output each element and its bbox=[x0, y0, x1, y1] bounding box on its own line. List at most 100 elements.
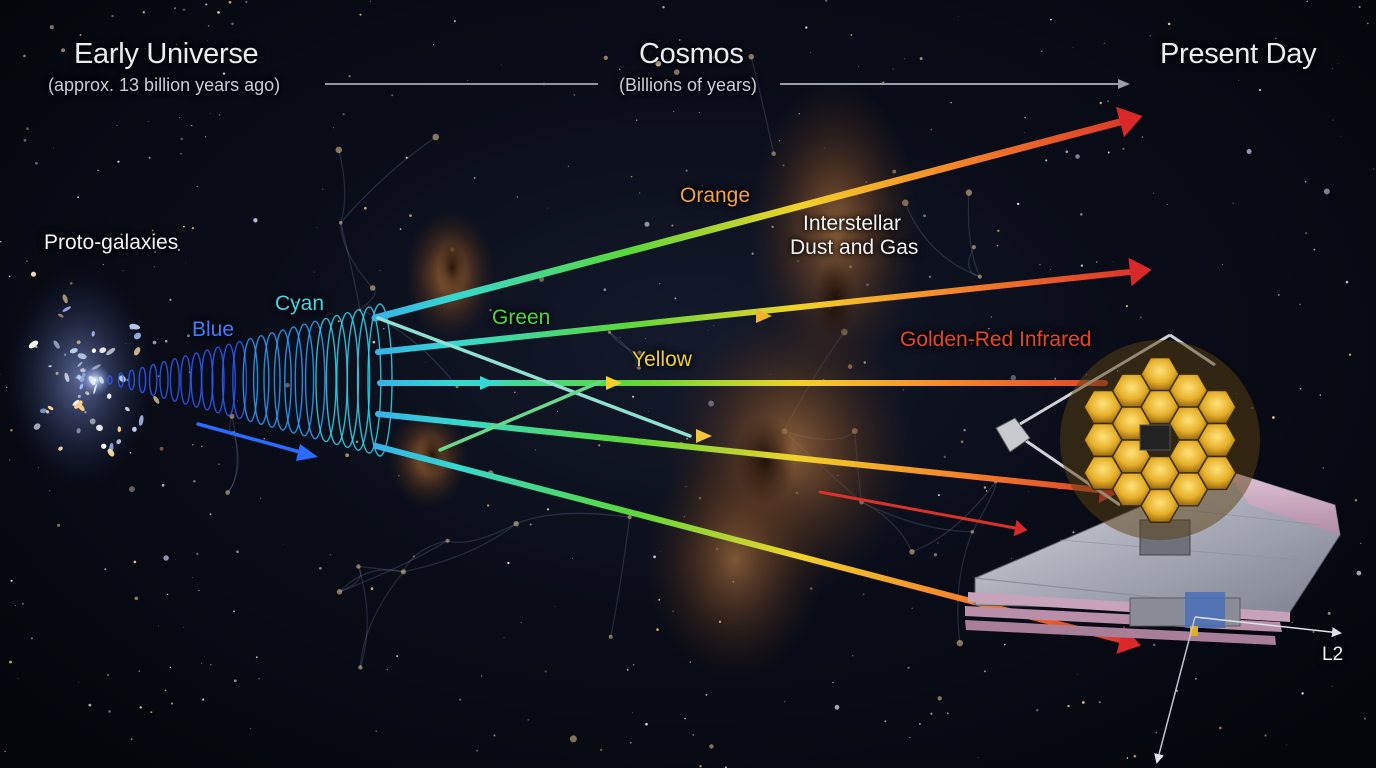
proto-galaxy bbox=[76, 340, 81, 345]
web-filament bbox=[911, 481, 997, 553]
proto-galaxy bbox=[39, 408, 47, 414]
star bbox=[486, 504, 490, 507]
proto-galaxy bbox=[77, 394, 81, 398]
star bbox=[1141, 136, 1144, 138]
star bbox=[1345, 280, 1349, 284]
star bbox=[169, 666, 172, 668]
star bbox=[113, 51, 115, 54]
star bbox=[1323, 188, 1330, 195]
star bbox=[1122, 147, 1125, 151]
star bbox=[1238, 79, 1240, 82]
star bbox=[1107, 151, 1110, 154]
proto-galaxy bbox=[96, 424, 103, 432]
star bbox=[102, 264, 104, 266]
star bbox=[182, 8, 186, 12]
star bbox=[1050, 269, 1052, 270]
star bbox=[996, 244, 999, 247]
star bbox=[1340, 136, 1342, 137]
star bbox=[187, 334, 190, 338]
mid-arrowhead bbox=[480, 376, 496, 390]
star bbox=[260, 497, 262, 499]
web-node bbox=[956, 639, 963, 647]
star bbox=[294, 301, 298, 304]
star bbox=[983, 670, 986, 673]
star bbox=[481, 675, 483, 677]
star bbox=[632, 712, 633, 714]
star bbox=[1139, 316, 1142, 319]
star bbox=[674, 297, 677, 300]
star bbox=[1319, 394, 1322, 396]
star bbox=[1264, 734, 1267, 737]
spiral-ring bbox=[294, 323, 315, 437]
star bbox=[489, 308, 492, 312]
web-node bbox=[627, 515, 632, 520]
ray-infrared-branch bbox=[818, 490, 1017, 530]
star bbox=[4, 750, 6, 752]
star bbox=[77, 196, 79, 199]
star bbox=[656, 628, 659, 631]
proto-galaxy bbox=[99, 347, 107, 354]
star bbox=[177, 248, 181, 252]
spiral-ring bbox=[211, 346, 225, 414]
star bbox=[91, 240, 93, 243]
star bbox=[805, 26, 808, 29]
star bbox=[516, 196, 519, 198]
spiral-ring bbox=[242, 337, 259, 423]
star bbox=[648, 410, 649, 412]
web-node bbox=[400, 569, 406, 575]
web-filament bbox=[227, 416, 238, 493]
early-universe-title: Early Universe bbox=[74, 38, 259, 70]
proto-galaxy bbox=[116, 439, 122, 445]
web-node bbox=[336, 589, 343, 595]
star bbox=[164, 339, 168, 343]
star bbox=[997, 229, 1000, 233]
star bbox=[198, 589, 200, 592]
star bbox=[678, 39, 681, 41]
star bbox=[1322, 467, 1324, 469]
star bbox=[263, 437, 266, 440]
web-node bbox=[970, 530, 975, 534]
star bbox=[713, 325, 715, 327]
star bbox=[148, 156, 151, 159]
dust-core bbox=[813, 260, 857, 340]
star bbox=[1107, 100, 1109, 102]
star bbox=[185, 262, 186, 264]
star bbox=[1356, 570, 1362, 576]
proto-galaxy bbox=[58, 446, 63, 451]
star bbox=[133, 560, 137, 564]
proto-galaxy bbox=[47, 405, 54, 411]
star bbox=[359, 13, 362, 16]
star bbox=[655, 60, 662, 67]
star bbox=[1133, 754, 1137, 758]
star bbox=[313, 271, 315, 273]
star bbox=[476, 749, 479, 752]
star bbox=[1125, 304, 1129, 308]
wavelength-label-infrared: Golden-Red Infrared bbox=[900, 328, 1092, 351]
web-node bbox=[909, 549, 915, 555]
early-universe-subtitle: (approx. 13 billion years ago) bbox=[48, 75, 281, 95]
star bbox=[170, 702, 174, 705]
star bbox=[960, 440, 964, 443]
proto-galaxy bbox=[91, 348, 97, 353]
star bbox=[1041, 50, 1043, 52]
star bbox=[179, 152, 182, 155]
star bbox=[1003, 643, 1006, 646]
star bbox=[727, 203, 729, 206]
star bbox=[753, 90, 757, 93]
star bbox=[1024, 117, 1026, 119]
web-filament bbox=[227, 432, 239, 493]
star bbox=[196, 186, 198, 188]
star bbox=[120, 233, 123, 236]
star bbox=[128, 486, 135, 493]
proto-bright-core bbox=[79, 364, 111, 396]
star bbox=[665, 78, 668, 82]
star bbox=[1011, 557, 1013, 559]
spiral-ring bbox=[107, 375, 113, 385]
star bbox=[711, 56, 715, 59]
star bbox=[166, 593, 169, 596]
star bbox=[409, 214, 412, 217]
spiral-ring bbox=[200, 349, 214, 411]
star bbox=[425, 362, 426, 364]
instrument-module bbox=[1139, 424, 1171, 451]
star bbox=[930, 712, 933, 715]
